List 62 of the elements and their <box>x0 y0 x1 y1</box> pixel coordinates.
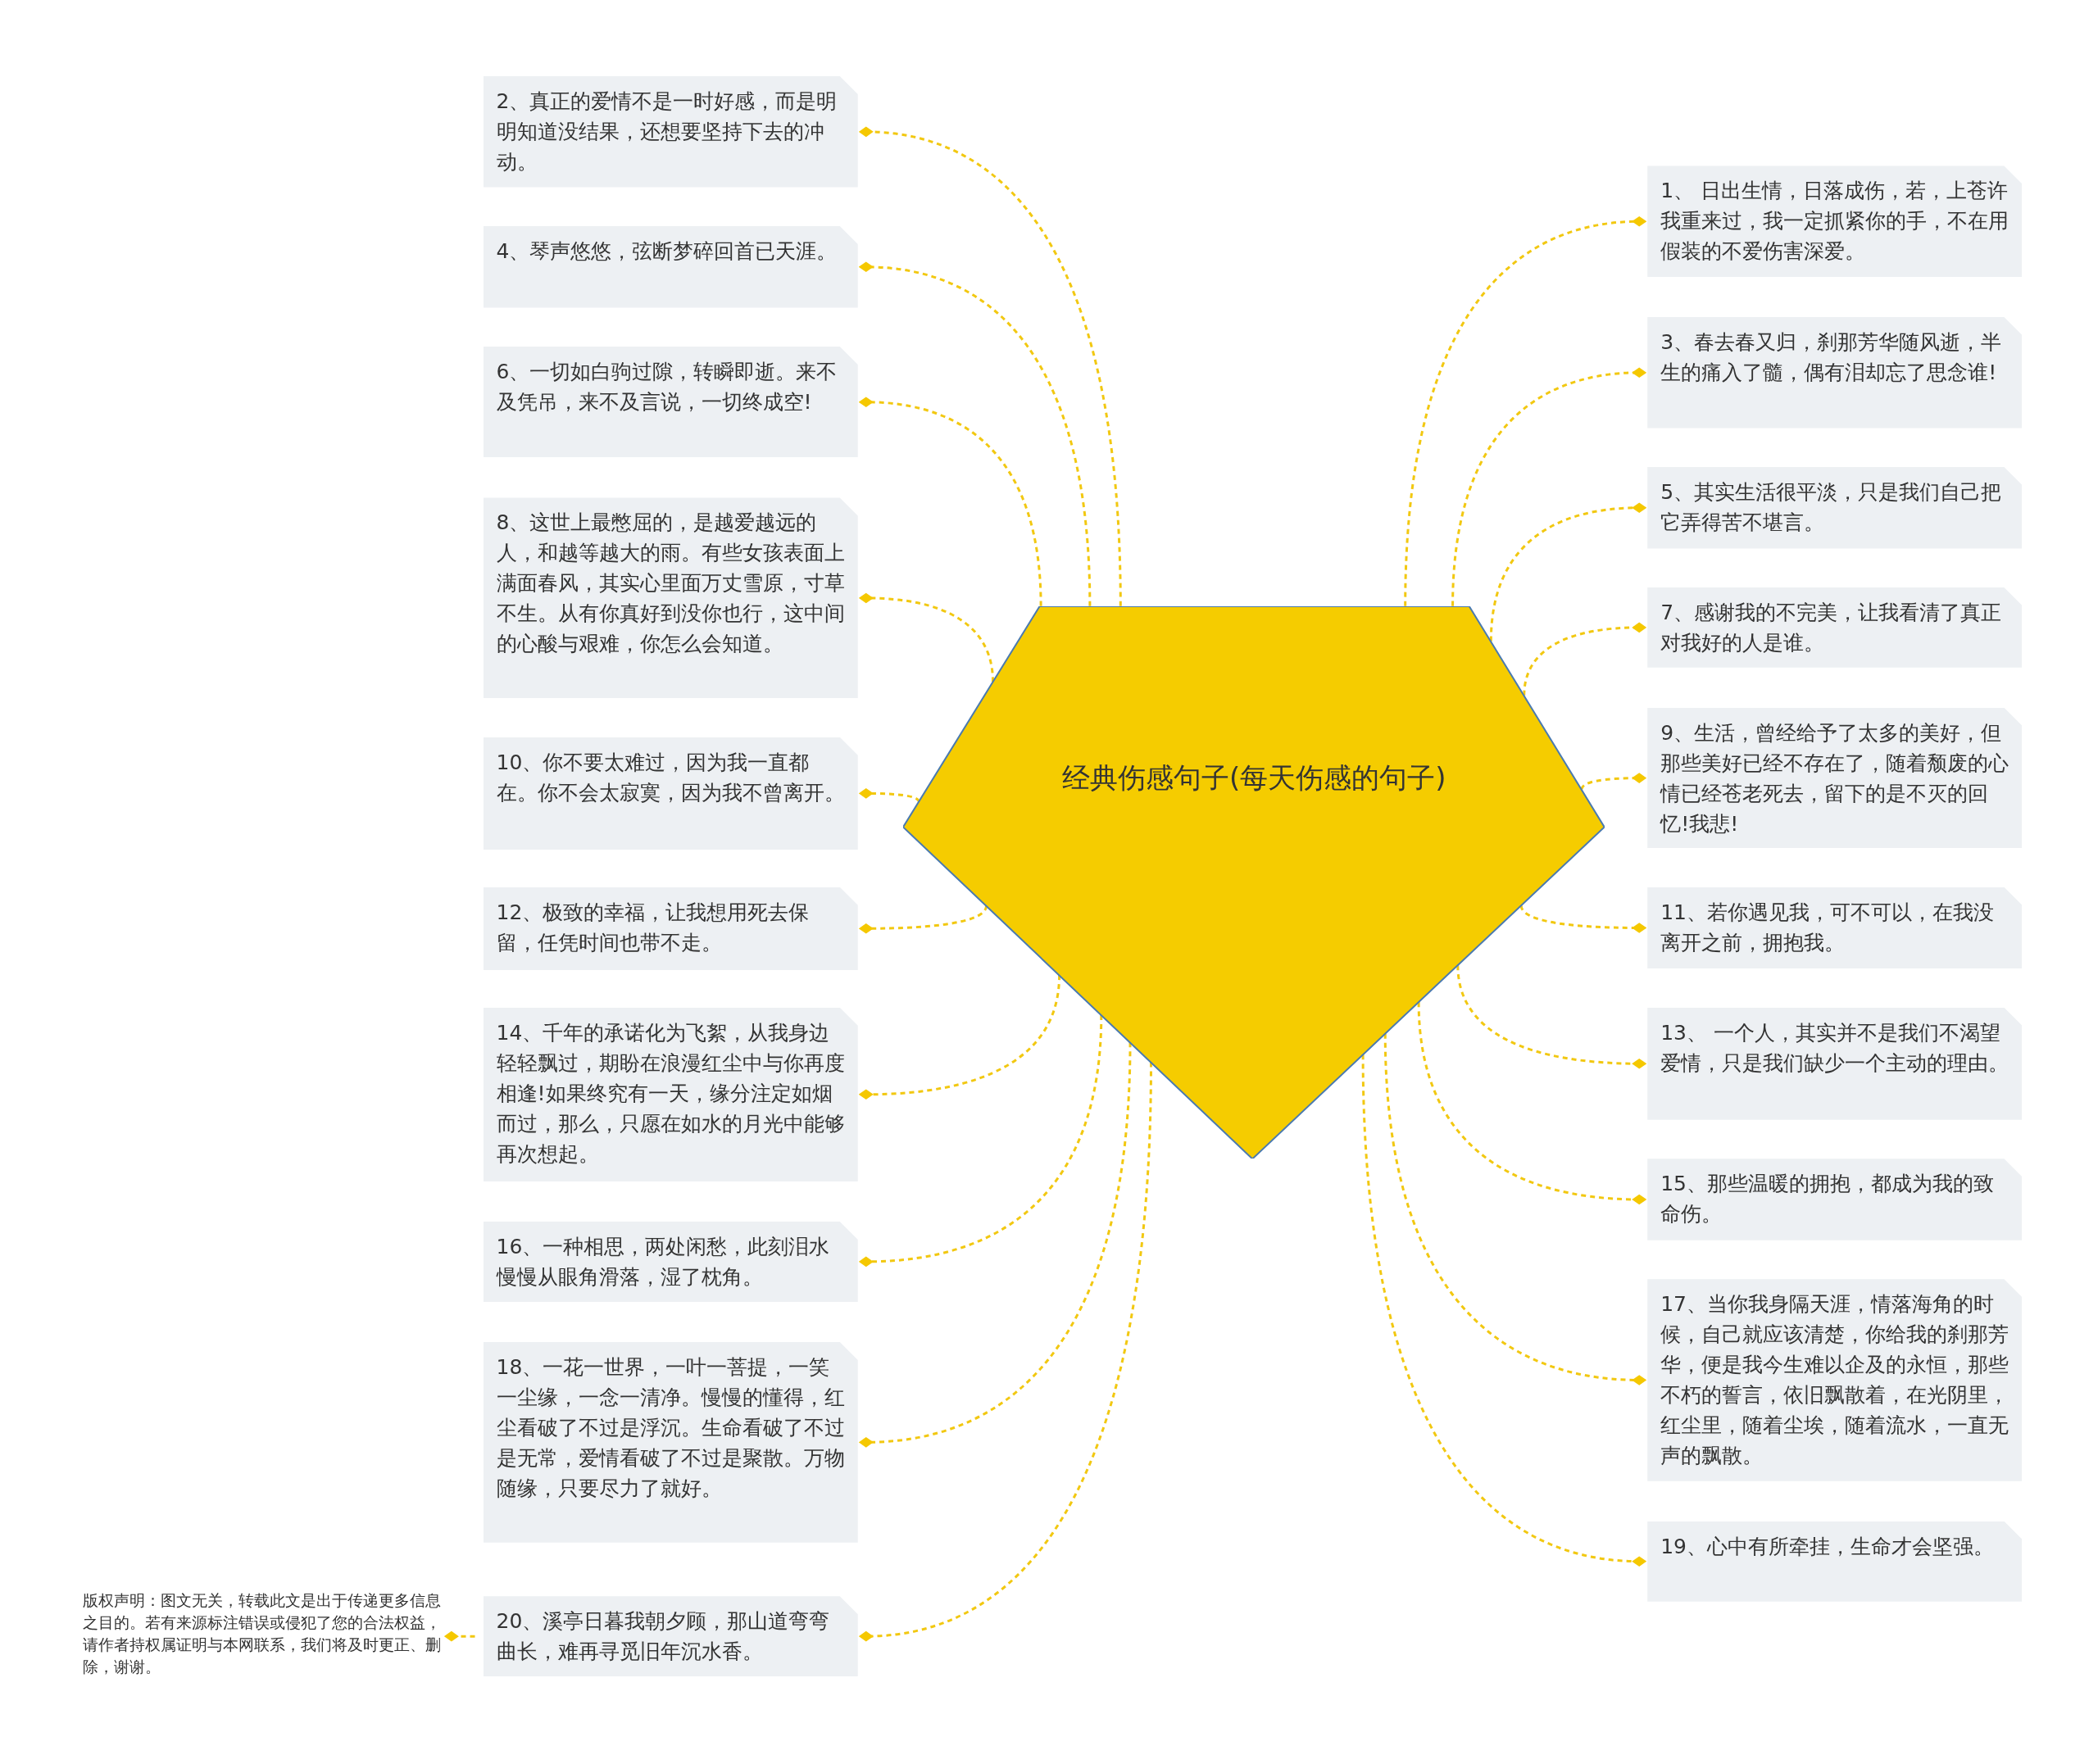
connector <box>858 788 920 803</box>
topic-text: 9、生活，曾经给予了太多的美好，但那些美好已经不存在了，随着颓废的心情已经苍老死去，留下的是不灭的回忆!我悲! <box>1660 719 2009 837</box>
topic-box <box>1647 1279 2023 1481</box>
connector <box>1404 216 1647 606</box>
topic-text: 17、当你我身隔天涯，情落海角的时候，自己就应该清楚，你给我的刹那芳华，便是我今生难以企及的永恒，那些不朽的誓言，依旧飘散着，在光阴里，红尘里，随着尘埃，随着流水，一直无声的飘散。 <box>1660 1291 2009 1470</box>
topic-text: 6、一切如白驹过隙，转瞬即逝。来不及凭吊，来不及言说，一切终成空! <box>496 358 838 415</box>
topic-text: 12、极致的幸福，让我想用死去保留，任凭时间也带不走。 <box>496 899 811 956</box>
connector <box>858 261 1092 606</box>
topic-text: 10、你不要太难过，因为我一直都在。你不会太寂寞，因为我不曾离开。 <box>496 749 845 806</box>
topic-text: 11、若你遇见我，可不可以，在我没离开之前，拥抱我。 <box>1660 899 1996 956</box>
topic-text: 3、春去春又归，刹那芳华随风逝，半生的痛入了髓，偶有泪却忘了思念谁! <box>1660 329 2003 386</box>
topic-text: 19、心中有所牵挂，生命才会坚强。 <box>1660 1533 1996 1560</box>
topic-box <box>1647 166 2023 277</box>
topic-box <box>1647 317 2023 429</box>
topic-text: 8、这世上最憋屈的，是越爱越远的人，和越等越大的雨。有些女孩表面上满面春风，其实心里面万丈雪原，寸草不生。从有你真好到没你也行，这中间的心酸与艰难，你怎么会知道。 <box>496 510 845 658</box>
topic-text: 13、 一个人，其实并不是我们不渴望爱情，只是我们缺少一个主动的理由。 <box>1660 1019 2009 1077</box>
central-topic-title: 经典伤感句子(每天伤感的句子) <box>1061 760 1447 796</box>
topic-box <box>483 76 858 188</box>
connector <box>858 397 1042 606</box>
topic-box <box>1647 1159 2023 1240</box>
connector <box>1580 773 1647 791</box>
topic-box <box>483 346 858 458</box>
topic-box <box>483 887 858 970</box>
connector <box>858 1042 1132 1448</box>
topic-text: 7、感谢我的不完美，让我看清了真正对我好的人是谁。 <box>1660 599 2003 656</box>
topic-box <box>1647 1007 2023 1120</box>
connector <box>1361 1054 1647 1567</box>
topic-box <box>1647 887 2023 969</box>
topic-box <box>1647 1521 2023 1602</box>
connector <box>858 905 988 934</box>
connector <box>1451 367 1647 606</box>
connector <box>858 1014 1103 1267</box>
connector <box>1383 1033 1647 1385</box>
topic-text: 1、 日出生情，日落成伤，若，上苍许我重来过，我一定抓紧你的手，不在用假装的不爱伤害深爱。 <box>1660 178 2009 265</box>
topic-box <box>1647 466 2023 549</box>
topic-box <box>483 225 858 308</box>
copyright-note: 版权声明：图文无关，转载此文是出于传递更多信息之目的。若有来源标注错误或侵犯了您的合法权益，请作者持权属证明与本网联系，我们将及时更正、删除，谢谢。 <box>83 1589 442 1678</box>
topic-text: 15、那些温暖的拥抱，都成为我的致命伤。 <box>1660 1171 1996 1228</box>
topic-text: 18、一花一世界，一叶一菩提，一笑一尘缘，一念一清净。慢慢的懂得，红尘看破了不过是浮沉。生命看破了不过是无常，爱情看破了不过是聚散。万物随缘，只要尽力了就好。 <box>496 1354 845 1502</box>
topic-box <box>1647 587 2023 668</box>
topic-box <box>483 737 858 850</box>
connector <box>858 126 1122 606</box>
topic-text: 5、其实生活很平淡，只是我们自己把它弄得苦不堪言。 <box>1660 478 2003 536</box>
connector <box>858 1062 1152 1642</box>
connector <box>1456 965 1647 1069</box>
topic-text: 14、千年的承诺化为飞絮，从我身边轻轻飘过，期盼在浪漫红尘中与你再度相逢!如果终究有一天，缘分注定如烟而过，那么，只愿在如水的月光中能够再次想起。 <box>496 1019 845 1168</box>
connector <box>858 592 995 682</box>
topic-text: 2、真正的爱情不是一时好感，而是明明知道没结果，还想要坚持下去的冲动。 <box>496 88 838 176</box>
topic-text: 20、溪亭日暮我朝夕顾，那山道弯弯曲长，难再寻觅旧年沉水香。 <box>496 1608 831 1666</box>
topic-box <box>483 497 858 699</box>
connector <box>1417 1002 1647 1205</box>
topic-text: 4、琴声悠悠，弦断梦碎回首已天涯。 <box>496 238 838 265</box>
topic-text: 16、一种相思，两处闲愁，此刻泪水慢慢从眼角滑落，湿了枕角。 <box>496 1233 831 1290</box>
connector <box>1519 905 1647 933</box>
connector <box>443 1630 475 1642</box>
topic-box <box>483 1007 858 1181</box>
topic-box <box>1647 707 2023 849</box>
topic-box <box>483 1221 858 1302</box>
connector <box>858 974 1061 1100</box>
topic-box <box>483 1596 858 1677</box>
topic-box <box>483 1341 858 1543</box>
connector <box>1523 622 1647 696</box>
